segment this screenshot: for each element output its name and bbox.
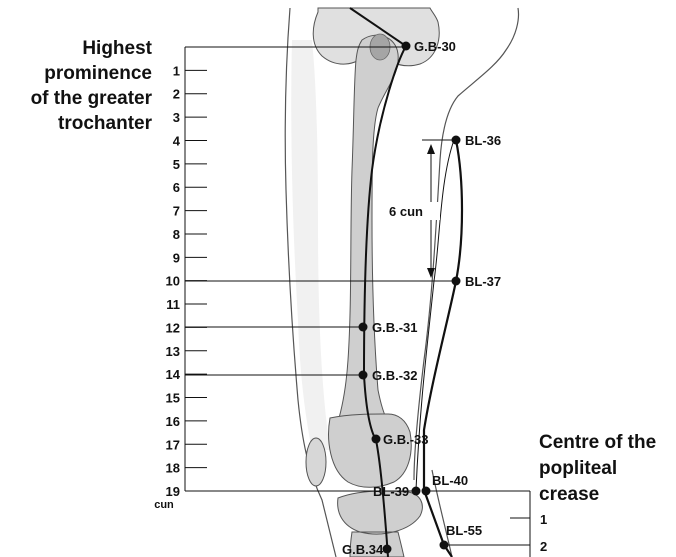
scale-number-8: 8 [173, 227, 180, 242]
scale-number-9: 9 [173, 250, 180, 265]
point-bl37-dot[interactable] [452, 277, 461, 286]
point-gb34-dot[interactable] [383, 545, 392, 554]
scale-number-15: 15 [166, 391, 180, 406]
point-bl39-label: BL-39 [373, 484, 409, 499]
point-bl36-label: BL-36 [465, 133, 501, 148]
point-bl36-dot[interactable] [452, 136, 461, 145]
scale-number-10: 10 [166, 274, 180, 289]
point-gb31-dot[interactable] [359, 323, 368, 332]
six-cun-label: 6 cun [389, 204, 423, 219]
point-gb32-label: G.B.-32 [372, 368, 418, 383]
six-cun-arrow-head-bottom [427, 268, 435, 278]
left-caption: Highest prominence of the greater trocha… [31, 38, 153, 134]
right-caption: Centre of the popliteal crease [539, 432, 656, 505]
scale-number-18: 18 [166, 461, 180, 476]
left-caption-line-2: prominence [44, 63, 152, 84]
scale-number-13: 13 [166, 344, 180, 359]
point-gb33-dot[interactable] [372, 435, 381, 444]
scale-unit-label: cun [154, 499, 174, 511]
scale-number-2: 2 [173, 87, 180, 102]
left-caption-line-3: of the greater [31, 88, 153, 109]
right-scale-number-1: 1 [540, 512, 547, 527]
right-caption-line-3: crease [539, 484, 599, 505]
six-cun-dimension: 6 cun [389, 144, 440, 278]
point-bl40-dot[interactable] [422, 487, 431, 496]
point-bl39-dot[interactable] [412, 487, 421, 496]
point-gb34-label: G.B.34 [342, 542, 384, 557]
scale-number-6: 6 [173, 180, 180, 195]
point-gb33-label: G.B.-33 [383, 432, 429, 447]
right-caption-line-2: popliteal [539, 458, 617, 479]
point-bl55-dot[interactable] [440, 541, 449, 550]
scale-number-11: 11 [166, 297, 180, 312]
scale-number-12: 12 [166, 320, 180, 335]
scale-number-16: 16 [166, 414, 180, 429]
reference-lines [185, 140, 456, 375]
left-caption-line-1: Highest [82, 38, 152, 59]
right-caption-line-1: Centre of the [539, 432, 656, 453]
point-gb30-label: G.B-30 [414, 39, 456, 54]
scale-number-7: 7 [173, 204, 180, 219]
right-scale-number-2: 2 [540, 539, 547, 554]
scale-number-5: 5 [173, 157, 180, 172]
scale-number-17: 17 [166, 437, 180, 452]
point-gb30-dot[interactable] [402, 42, 411, 51]
scale-ticks [185, 70, 207, 467]
scale-number-1: 1 [173, 63, 180, 78]
point-bl37-label: BL-37 [465, 274, 501, 289]
six-cun-arrow-head-top [427, 144, 435, 154]
scale-number-4: 4 [173, 133, 181, 148]
scale-number-3: 3 [173, 110, 180, 125]
point-gb31-label: G.B.-31 [372, 320, 418, 335]
point-bl40-label: BL-40 [432, 473, 468, 488]
scale-number-19: 19 [166, 484, 180, 499]
point-gb32-dot[interactable] [359, 371, 368, 380]
scale-number-14: 14 [166, 367, 181, 382]
point-bl55-label: BL-55 [446, 523, 482, 538]
left-caption-line-4: trochanter [58, 113, 153, 134]
patella [306, 438, 326, 486]
